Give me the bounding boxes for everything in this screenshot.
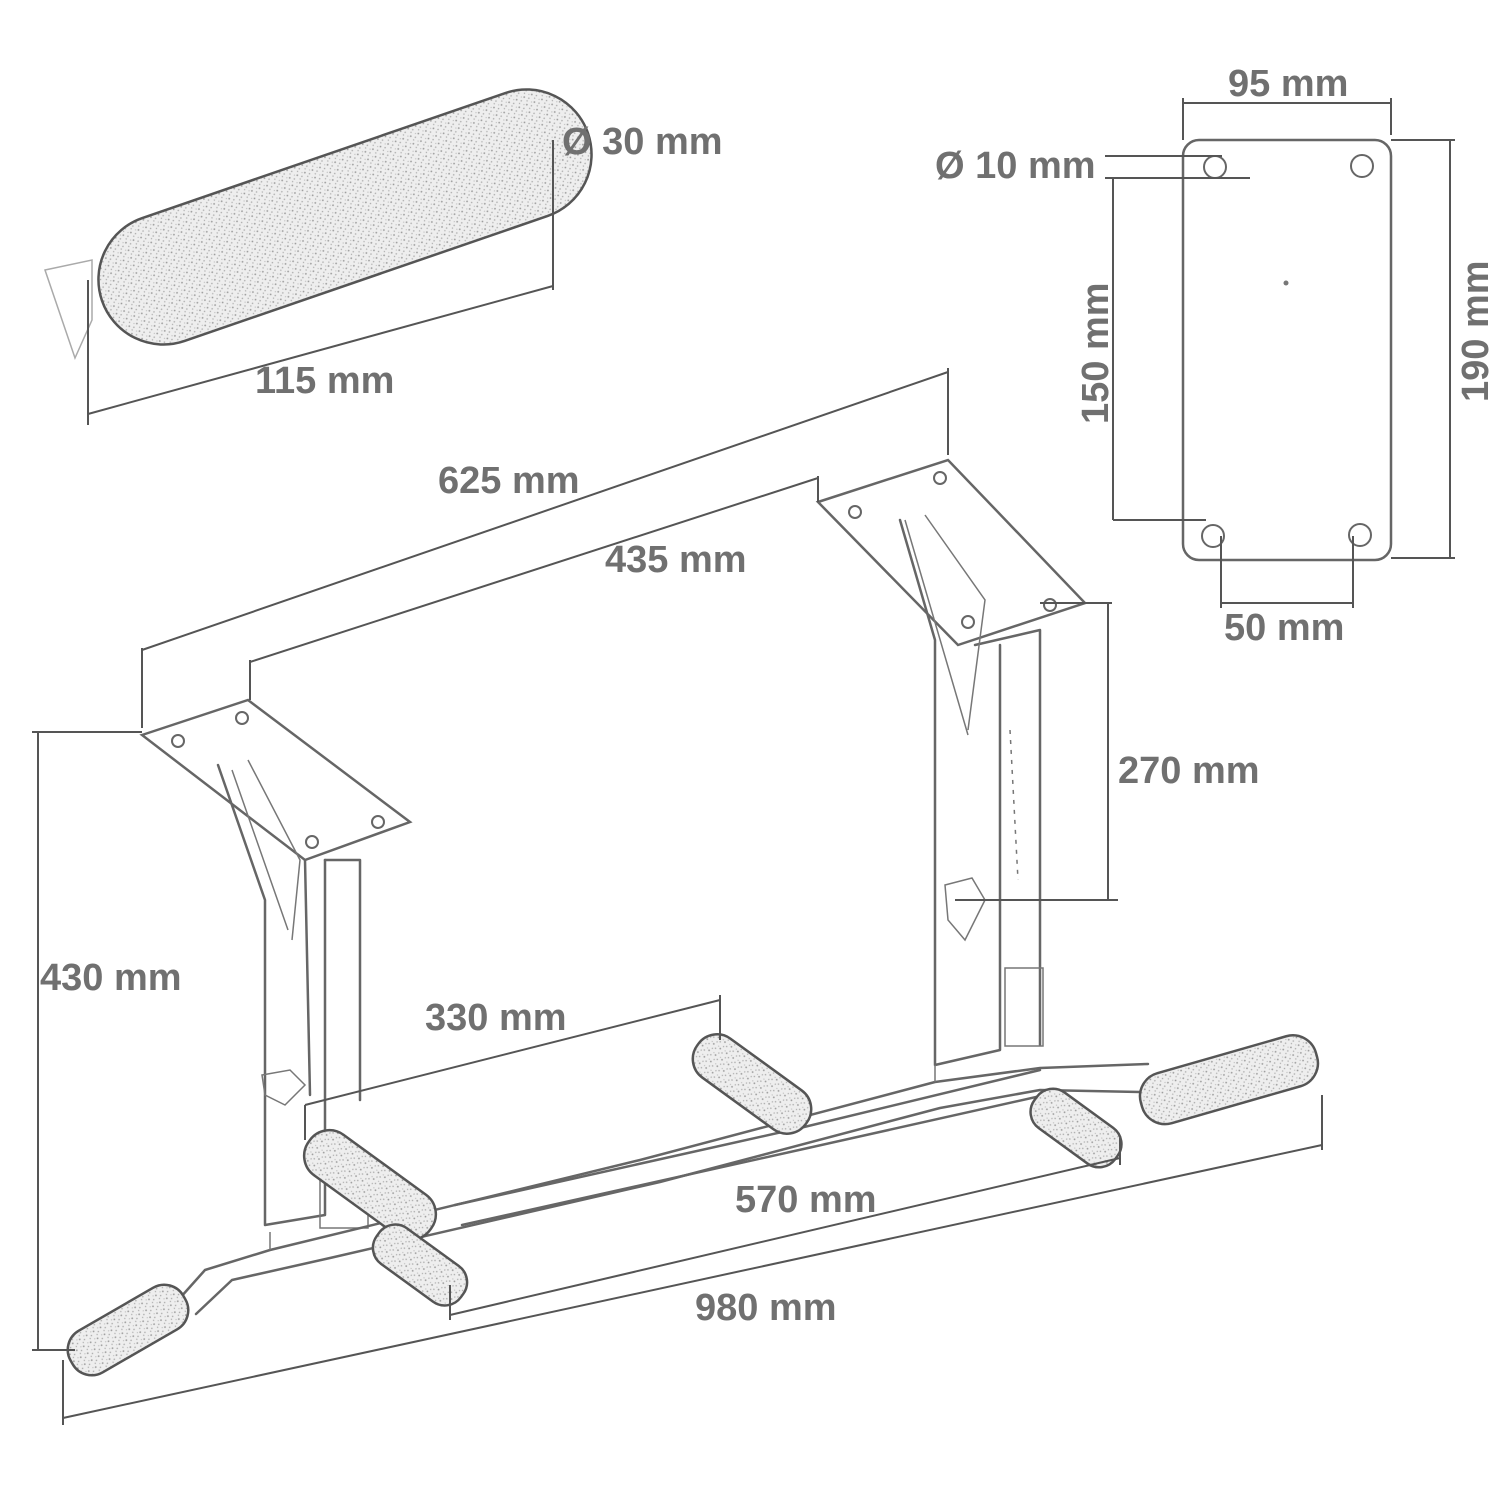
- grip-diameter-label: Ø 30 mm: [562, 121, 723, 163]
- mount-hole-icon: [1201, 524, 1225, 548]
- mount-hole-icon: [1350, 154, 1374, 178]
- side-grip-span-label: 570 mm: [735, 1179, 877, 1221]
- end-grip-icon: [66, 1283, 190, 1377]
- outer-plate-span-label: 625 mm: [438, 460, 580, 502]
- ceiling-plate-icon: [139, 698, 413, 862]
- hole-spacing-vertical-label: 150 mm: [1075, 282, 1117, 424]
- inner-grip-span-label: 330 mm: [425, 997, 567, 1039]
- grip-foam-icon: [97, 88, 593, 346]
- hole-spacing-horizontal-label: 50 mm: [1224, 607, 1344, 649]
- side-grip-icon: [302, 1128, 438, 1242]
- drop-height-label: 270 mm: [1118, 750, 1260, 792]
- total-height-label: 430 mm: [40, 957, 182, 999]
- mount-hole-icon: [1348, 523, 1372, 547]
- mount-plate-icon: [1181, 138, 1393, 562]
- side-grip-icon: [371, 1223, 469, 1307]
- plate-width-label: 95 mm: [1228, 63, 1348, 105]
- inner-plate-span-label: 435 mm: [605, 539, 747, 581]
- side-grip-icon: [691, 1033, 813, 1135]
- grip-detail: [44, 88, 593, 425]
- mount-hole-icon: [1203, 155, 1227, 179]
- hole-diameter-label: Ø 10 mm: [935, 145, 1096, 187]
- plate-height-label: 190 mm: [1455, 260, 1497, 402]
- total-length-label: 980 mm: [695, 1287, 837, 1329]
- side-grip-icon: [1029, 1087, 1123, 1169]
- end-grip-icon: [1138, 1034, 1320, 1126]
- pull-up-bar-drawing: [32, 368, 1323, 1425]
- mount-plate-detail: [1105, 98, 1455, 608]
- grip-length-label: 115 mm: [255, 360, 394, 402]
